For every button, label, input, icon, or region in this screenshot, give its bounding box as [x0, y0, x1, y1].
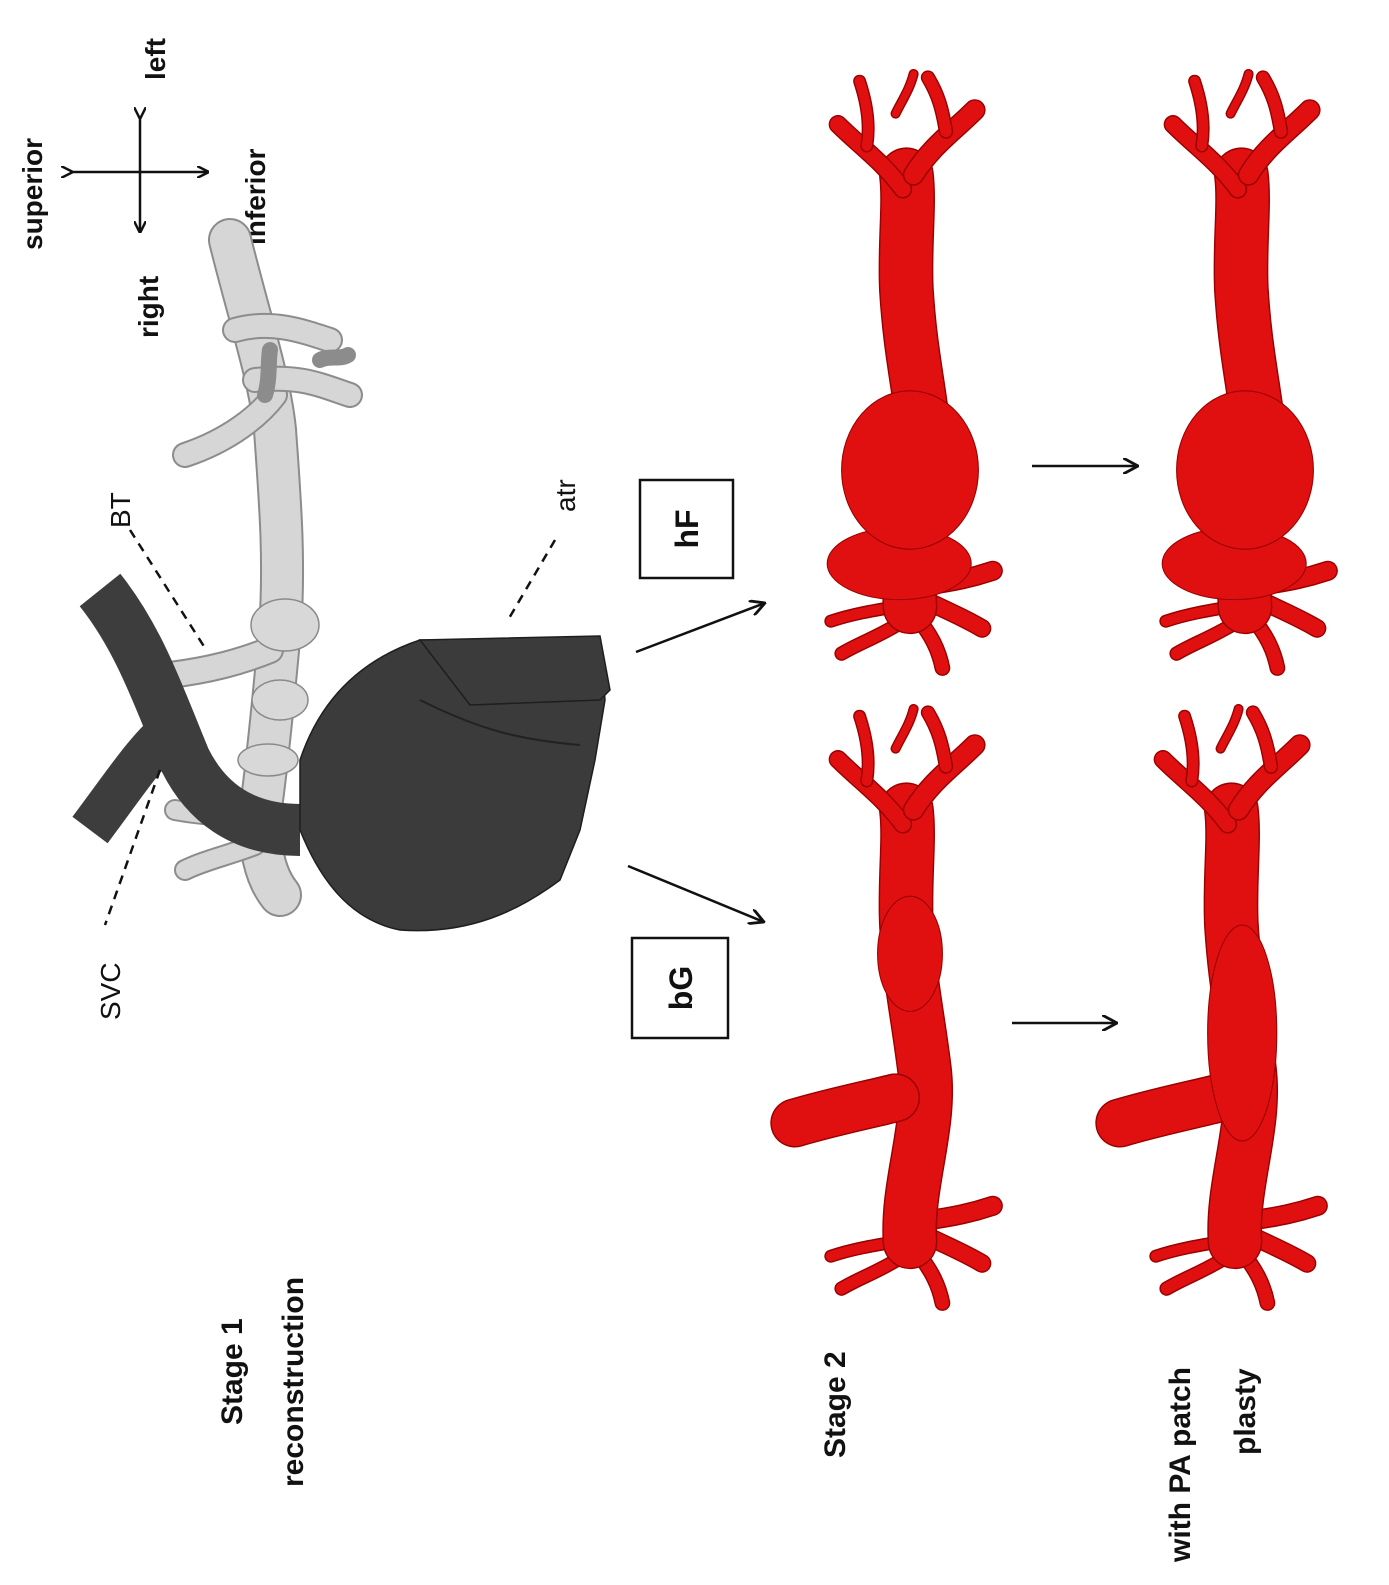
box-hf-label: hF: [669, 509, 705, 548]
atr-pointer: [508, 540, 555, 620]
patch-label-line2: plasty: [1229, 1368, 1262, 1455]
arrow-to-hf: [636, 603, 765, 652]
label-atr: atr: [550, 479, 581, 512]
stage1-label-line1: Stage 1: [216, 1318, 249, 1425]
box-bg-label: bG: [663, 966, 699, 1010]
label-bt: BT: [105, 492, 136, 528]
box-bg: bG: [632, 938, 728, 1038]
stage1-model: [90, 240, 610, 931]
label-superior: superior: [17, 138, 48, 250]
arrow-to-bg: [628, 866, 764, 922]
model-hf-patch: [1162, 74, 1328, 668]
patch-label-line1: with PA patch: [1164, 1367, 1197, 1563]
model-bg-patch: [1120, 709, 1318, 1303]
stage1-label-line2: reconstruction: [277, 1277, 310, 1487]
model-bg-stage2: [795, 709, 993, 1303]
label-right: right: [133, 276, 164, 338]
model-hf-stage2: [827, 74, 993, 668]
label-left: left: [140, 38, 171, 80]
stage2-label: Stage 2: [819, 1351, 852, 1458]
label-svc: SVC: [95, 962, 126, 1020]
box-hf: hF: [640, 480, 733, 578]
orientation-cross: [72, 118, 208, 232]
